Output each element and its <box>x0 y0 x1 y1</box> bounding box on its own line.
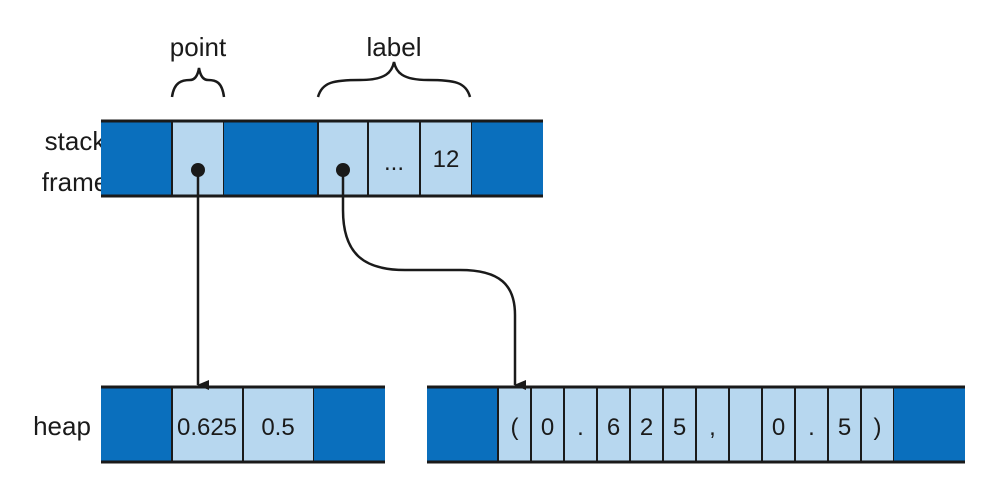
heap-string-char: 5 <box>673 414 686 441</box>
heap-string-end-cell <box>894 387 965 462</box>
stack-cell-value: ... <box>384 149 404 176</box>
heap-string-char: 0 <box>541 414 554 441</box>
heap-string-byte-cell <box>728 386 763 463</box>
heap-point-cell-y <box>242 386 315 463</box>
heap-string-char: 0 <box>772 414 785 441</box>
point-label: point <box>170 32 227 62</box>
label-brace <box>316 61 472 98</box>
heap-string-char: ( <box>511 414 519 441</box>
heap-string-end-cell <box>427 387 498 462</box>
heap-point-cell-0 <box>101 387 172 462</box>
heap-point-value: 0.625 <box>177 414 237 441</box>
heap-point-value: 0.5 <box>261 414 294 441</box>
heap-point-cell-3 <box>314 387 385 462</box>
stack-cell-2 <box>224 121 318 196</box>
heap-point-block: 0.625 0.5 <box>101 385 385 464</box>
heap-string-char: . <box>577 414 584 441</box>
heap-string-char: . <box>808 414 815 441</box>
heap-string-char: 2 <box>640 414 653 441</box>
point-brace <box>170 67 226 98</box>
heap-string-char: 5 <box>838 414 851 441</box>
heap-string-char: ) <box>874 414 882 441</box>
heap-label: heap <box>33 411 91 441</box>
label-label: label <box>367 32 422 62</box>
stack-cell-6 <box>472 121 543 196</box>
heap-string-byte-cell <box>629 386 664 463</box>
heap-string-char: , <box>709 414 716 441</box>
stack-frame: ... 12 <box>101 119 543 198</box>
stack-cell-value: 12 <box>433 146 460 173</box>
stack-frame-label-line2: frame <box>42 167 108 197</box>
stack-cell-0 <box>101 121 172 196</box>
label-pointer-arrow <box>341 170 526 390</box>
heap-string-char: 6 <box>607 414 620 441</box>
stack-frame-label-line1: stack <box>45 126 107 156</box>
